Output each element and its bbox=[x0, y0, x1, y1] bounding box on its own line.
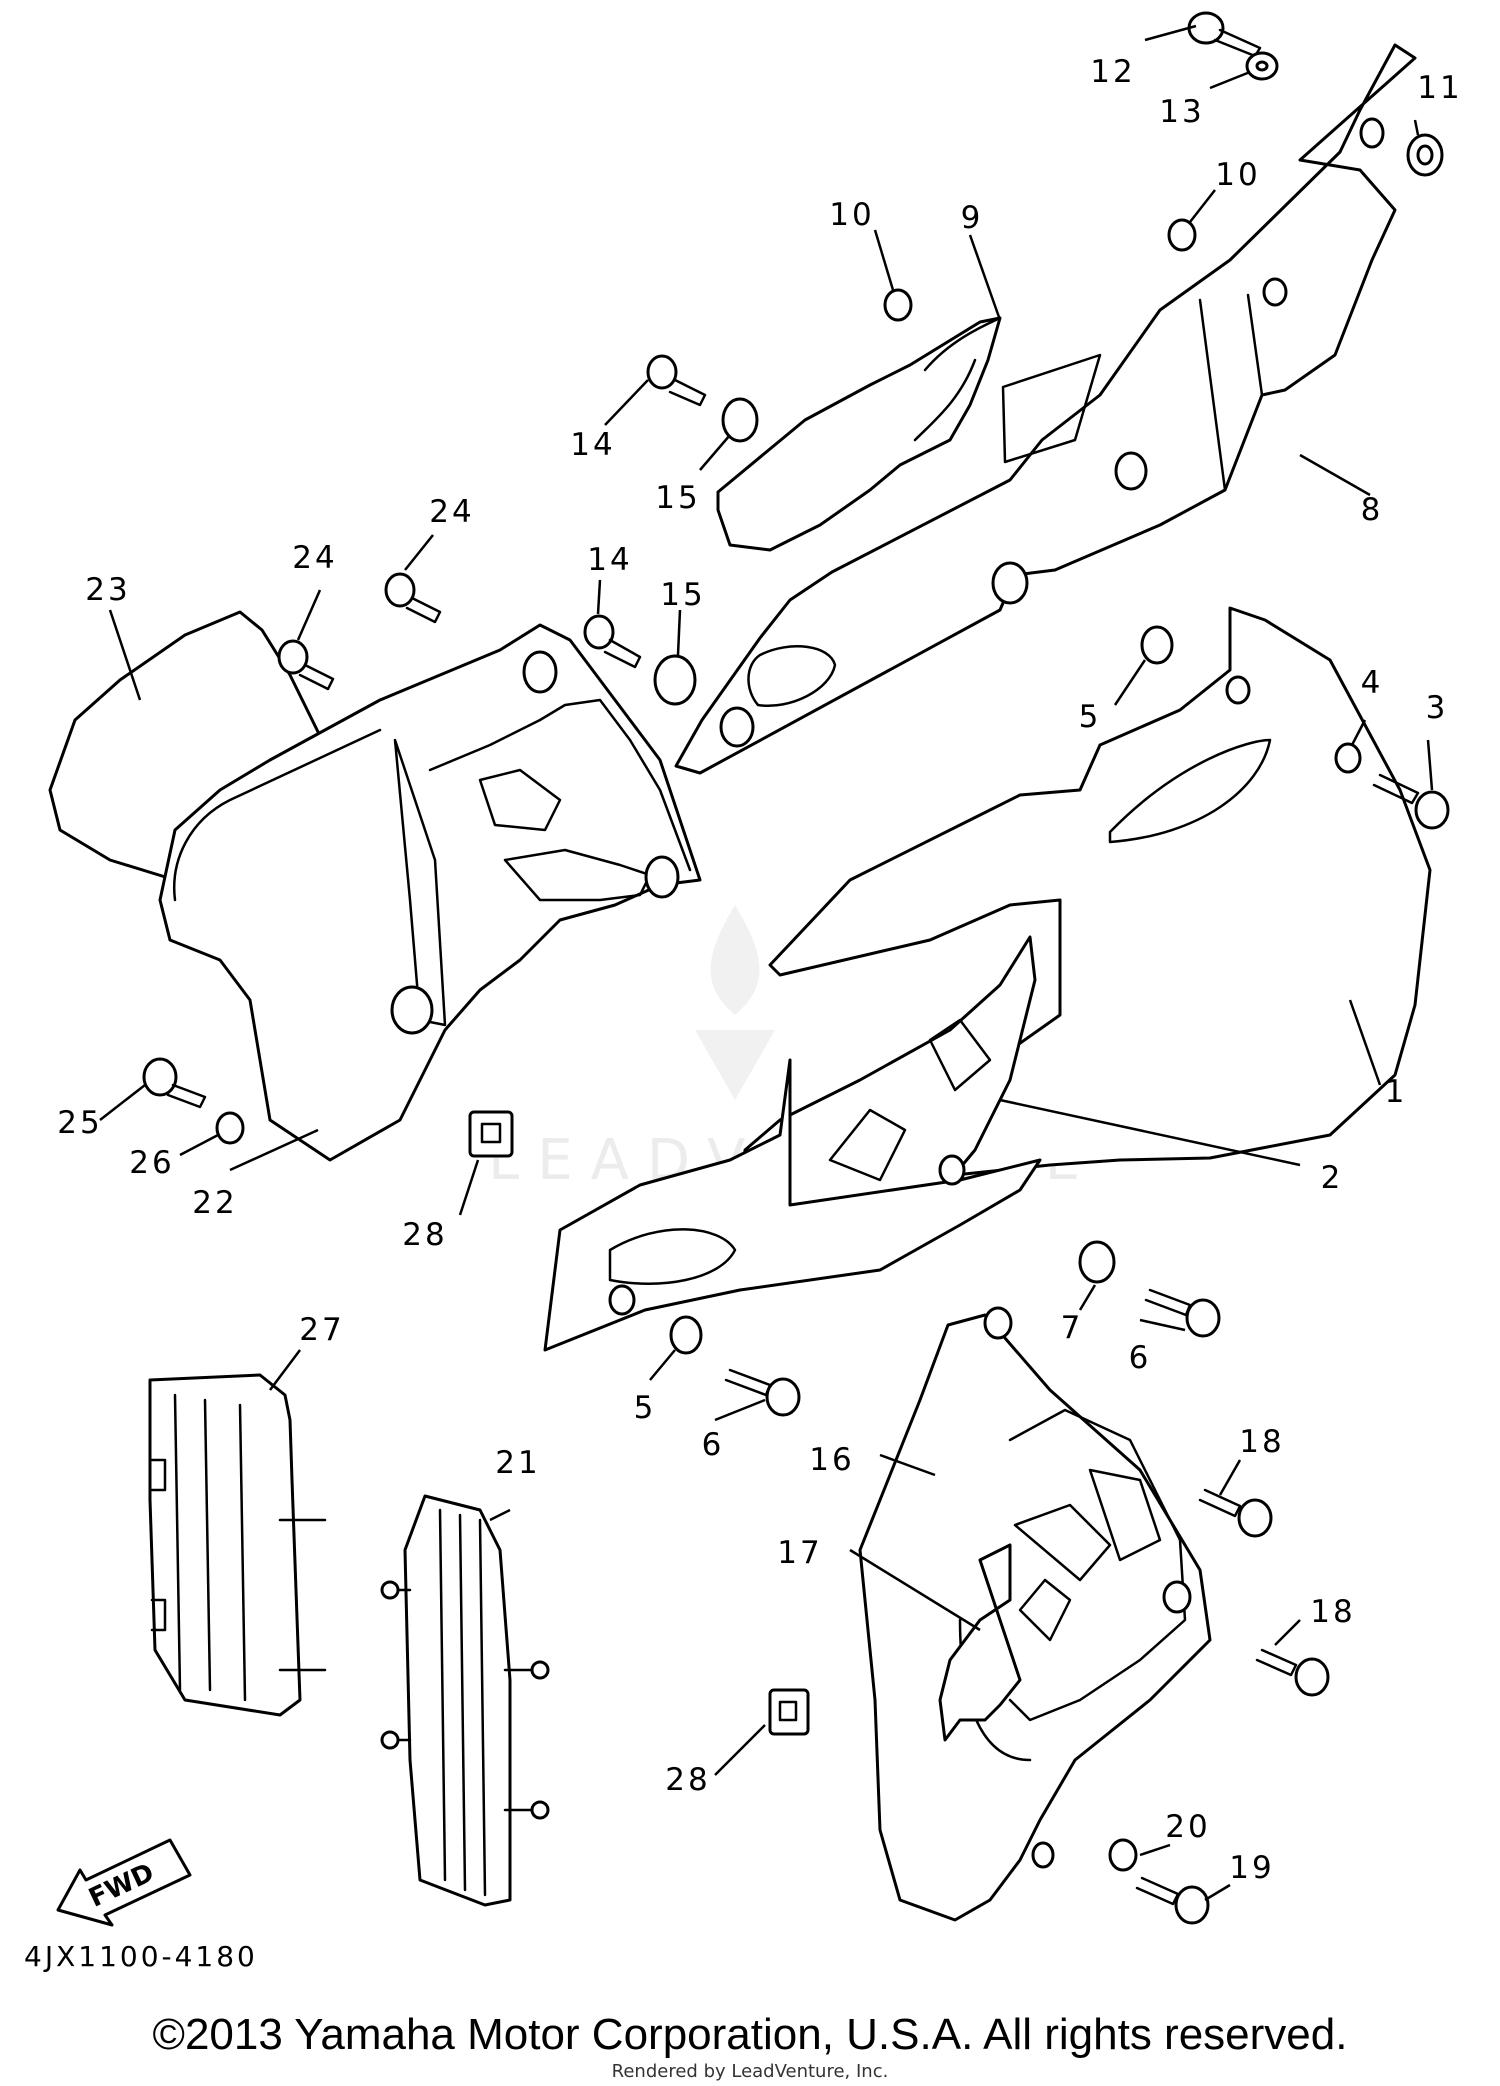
callout-2: 2 bbox=[1321, 1160, 1344, 1196]
washer-13[interactable] bbox=[1245, 51, 1279, 81]
bolt-6-b[interactable] bbox=[724, 1368, 801, 1417]
part-1-lower-cover[interactable] bbox=[543, 1058, 1042, 1352]
callout-21: 21 bbox=[495, 1445, 540, 1481]
bolt-24-b[interactable] bbox=[277, 639, 335, 691]
collar-15-a[interactable] bbox=[721, 397, 759, 443]
collar-26[interactable] bbox=[215, 1111, 245, 1145]
leader-lines bbox=[99, 24, 1434, 1902]
callout-10-b: 10 bbox=[829, 197, 874, 233]
callout-labels: 12 13 11 10 10 9 14 15 14 15 24 24 23 8 … bbox=[57, 54, 1462, 1886]
render-credit: Rendered by LeadVenture, Inc. bbox=[611, 2061, 889, 2082]
part-22-radiator-cover[interactable] bbox=[158, 623, 702, 1162]
callout-5-a: 5 bbox=[1079, 699, 1102, 735]
callout-9: 9 bbox=[961, 200, 984, 236]
callout-3: 3 bbox=[1426, 690, 1449, 726]
washer-4[interactable] bbox=[1334, 742, 1362, 774]
bolt-18-b[interactable] bbox=[1255, 1648, 1330, 1697]
callout-8: 8 bbox=[1361, 492, 1384, 528]
callout-6-b: 6 bbox=[702, 1427, 725, 1463]
callout-24-b: 24 bbox=[292, 540, 337, 576]
bolt-12[interactable] bbox=[1187, 11, 1262, 58]
callout-5-b: 5 bbox=[634, 1390, 657, 1426]
callout-16: 16 bbox=[809, 1442, 854, 1478]
bolt-6-a[interactable] bbox=[1144, 1288, 1221, 1338]
callout-27: 27 bbox=[299, 1312, 344, 1348]
callout-11: 11 bbox=[1417, 70, 1462, 106]
collar-11[interactable] bbox=[1406, 133, 1444, 177]
callout-14-a: 14 bbox=[570, 427, 615, 463]
part-9-seal[interactable] bbox=[716, 316, 1002, 552]
bolt-19[interactable] bbox=[1135, 1876, 1210, 1925]
callout-1: 1 bbox=[1385, 1074, 1408, 1110]
nut-28-a[interactable] bbox=[468, 1110, 514, 1158]
callout-13: 13 bbox=[1159, 94, 1204, 130]
grommet-10-a[interactable] bbox=[1167, 218, 1197, 252]
callout-26: 26 bbox=[129, 1145, 174, 1181]
collar-7[interactable] bbox=[1078, 1240, 1116, 1284]
callout-15-a: 15 bbox=[655, 480, 700, 516]
bolt-18-a[interactable] bbox=[1198, 1488, 1273, 1538]
callout-23: 23 bbox=[85, 572, 130, 608]
fwd-arrow-icon: FWD bbox=[56, 1838, 192, 1927]
callout-20: 20 bbox=[1165, 1809, 1210, 1845]
bolt-14-b[interactable] bbox=[583, 614, 642, 669]
copyright-notice: ©2013 Yamaha Motor Corporation, U.S.A. A… bbox=[152, 2010, 1348, 2059]
bolt-14-a[interactable] bbox=[646, 354, 707, 407]
callout-28-a: 28 bbox=[402, 1217, 447, 1253]
grommet-10-b[interactable] bbox=[883, 288, 913, 322]
callout-18-b: 18 bbox=[1310, 1594, 1355, 1630]
part-16-lower-cover[interactable] bbox=[858, 1306, 1212, 1922]
callout-10-a: 10 bbox=[1215, 157, 1260, 193]
part-27-radiator-guard[interactable] bbox=[148, 1373, 327, 1717]
callout-25: 25 bbox=[57, 1105, 102, 1141]
watermark-logo bbox=[695, 905, 775, 1100]
bolt-24-a[interactable] bbox=[384, 572, 442, 624]
part-8-side-cover[interactable] bbox=[674, 43, 1417, 775]
callout-19: 19 bbox=[1229, 1850, 1274, 1886]
callout-12: 12 bbox=[1090, 54, 1135, 90]
callout-7: 7 bbox=[1061, 1310, 1084, 1346]
callout-18-a: 18 bbox=[1239, 1424, 1284, 1460]
callout-15-b: 15 bbox=[660, 577, 705, 613]
callout-17: 17 bbox=[777, 1535, 822, 1571]
callout-22: 22 bbox=[192, 1185, 237, 1221]
part-21-louver[interactable] bbox=[380, 1494, 550, 1907]
callout-4: 4 bbox=[1361, 665, 1384, 701]
part-17-graphic[interactable] bbox=[938, 1543, 1022, 1742]
bolt-3[interactable] bbox=[1372, 773, 1450, 830]
callout-24-a: 24 bbox=[429, 494, 474, 530]
collar-15-b[interactable] bbox=[653, 654, 697, 706]
callout-6-a: 6 bbox=[1129, 1340, 1152, 1376]
grommet-5-a[interactable] bbox=[1140, 625, 1174, 665]
bolt-25[interactable] bbox=[142, 1057, 207, 1109]
grommet-5-b[interactable] bbox=[669, 1315, 703, 1355]
callout-28-b: 28 bbox=[665, 1762, 710, 1798]
washer-20[interactable] bbox=[1108, 1838, 1138, 1872]
diagram-code: 4JX1100-4180 bbox=[24, 1940, 258, 1973]
callout-14-b: 14 bbox=[587, 542, 632, 578]
nut-28-b[interactable] bbox=[768, 1688, 810, 1736]
hardware-bolts bbox=[142, 11, 1450, 1925]
